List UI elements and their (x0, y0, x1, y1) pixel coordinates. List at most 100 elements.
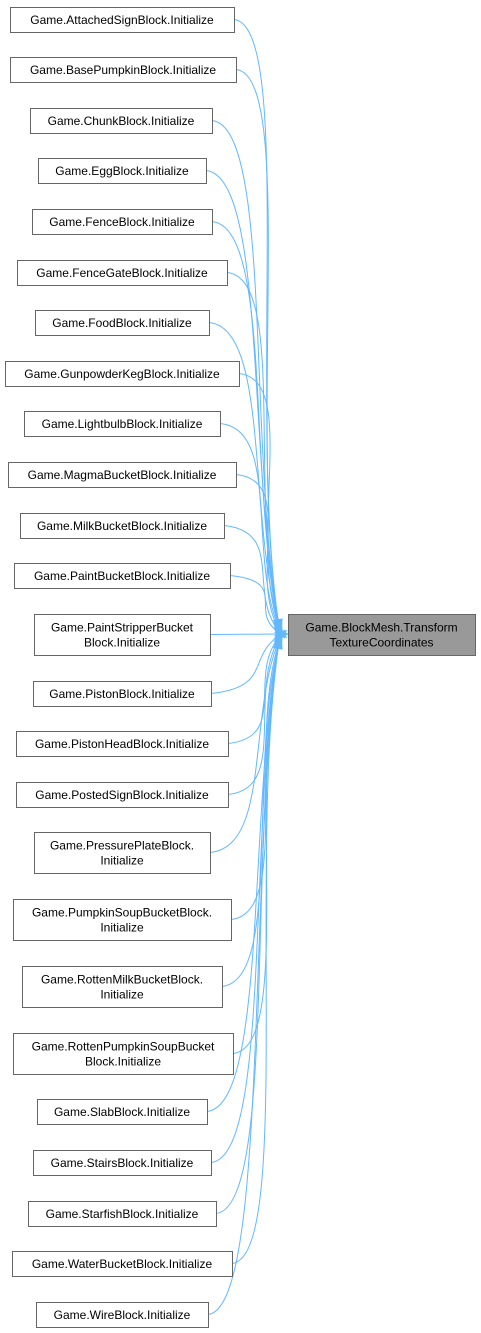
caller-node[interactable]: Game.PistonBlock.Initialize (33, 681, 212, 707)
caller-node-box (13, 899, 232, 941)
caller-node[interactable]: Game.MilkBucketBlock.Initialize (20, 513, 225, 539)
caller-node[interactable]: Game.RottenMilkBucketBlock.Initialize (22, 966, 223, 1008)
caller-node[interactable]: Game.PostedSignBlock.Initialize (16, 782, 229, 808)
call-edge (210, 635, 279, 694)
call-edge (231, 647, 279, 1264)
caller-node[interactable]: Game.GunpowderKegBlock.Initialize (5, 361, 240, 387)
caller-node-box (36, 1302, 209, 1328)
call-edge (230, 645, 279, 920)
caller-node-box (16, 731, 229, 757)
caller-node-box (10, 57, 237, 83)
call-edge (238, 373, 279, 624)
target-node-label: Game.BlockMesh.Transform (305, 621, 457, 635)
call-edge (229, 575, 279, 633)
caller-node-box (17, 260, 228, 286)
caller-node-box (32, 209, 213, 235)
caller-node-label: Initialize (100, 921, 144, 935)
caller-node-label: Game.AttachedSignBlock.Initialize (30, 13, 214, 27)
caller-node-label: Game.StairsBlock.Initialize (51, 1156, 194, 1170)
caller-node-box (35, 310, 210, 336)
caller-node-box (34, 614, 211, 656)
caller-node[interactable]: Game.SlabBlock.Initialize (37, 1099, 208, 1125)
caller-node[interactable]: Game.PressurePlateBlock.Initialize (34, 832, 211, 874)
caller-node-box (38, 158, 207, 184)
caller-node[interactable]: Game.PumpkinSoupBucketBlock.Initialize (13, 899, 232, 941)
caller-node[interactable]: Game.WaterBucketBlock.Initialize (12, 1251, 233, 1277)
caller-node[interactable]: Game.StarfishBlock.Initialize (28, 1201, 217, 1227)
caller-node[interactable]: Game.EggBlock.Initialize (38, 158, 207, 184)
caller-node-box (16, 782, 229, 808)
caller-node-label: Game.FenceBlock.Initialize (49, 215, 195, 229)
caller-node-label: Game.WireBlock.Initialize (54, 1308, 191, 1322)
caller-node-label: Game.BasePumpkinBlock.Initialize (30, 63, 216, 77)
caller-node-box (8, 462, 237, 488)
call-edge (207, 647, 279, 1315)
caller-node-label: Initialize (100, 988, 144, 1002)
caller-node-box (34, 832, 211, 874)
caller-node-label: Game.GunpowderKegBlock.Initialize (24, 367, 220, 381)
call-edge (226, 272, 279, 621)
graph-nodes: Game.AttachedSignBlock.InitializeGame.Ba… (5, 7, 476, 1328)
caller-node-box (13, 1033, 234, 1075)
caller-node-box (12, 1251, 233, 1277)
caller-node[interactable]: Game.StairsBlock.Initialize (33, 1150, 212, 1176)
caller-node[interactable]: Game.BasePumpkinBlock.Initialize (10, 57, 237, 83)
caller-node-label: Game.RottenMilkBucketBlock. (41, 973, 203, 987)
caller-node-box (30, 108, 213, 134)
call-edge (210, 647, 279, 1163)
call-edge-arrowhead (273, 636, 283, 650)
caller-node-label: Game.PaintBucketBlock.Initialize (34, 569, 210, 583)
call-edge (235, 474, 279, 628)
target-node-label: TextureCoordinates (329, 636, 433, 650)
caller-node-label: Game.MagmaBucketBlock.Initialize (28, 468, 217, 482)
caller-node-label: Game.SlabBlock.Initialize (54, 1105, 190, 1119)
call-edge (221, 647, 279, 987)
call-edge (215, 647, 279, 1214)
call-edge (209, 642, 279, 853)
caller-node-box (14, 563, 231, 589)
call-edges (205, 19, 290, 1315)
call-edge (227, 638, 279, 744)
caller-node-label: Game.PressurePlateBlock. (50, 839, 194, 853)
caller-node[interactable]: Game.RottenPumpkinSoupBucketBlock.Initia… (13, 1033, 234, 1075)
caller-node[interactable]: Game.MagmaBucketBlock.Initialize (8, 462, 237, 488)
caller-node-label: Game.WaterBucketBlock.Initialize (32, 1257, 213, 1271)
caller-node[interactable]: Game.FoodBlock.Initialize (35, 310, 210, 336)
caller-node-label: Block.Initialize (85, 1055, 161, 1069)
caller-node-label: Block.Initialize (84, 636, 160, 650)
caller-node[interactable]: Game.FenceGateBlock.Initialize (17, 260, 228, 286)
caller-node-label: Game.PistonHeadBlock.Initialize (35, 737, 209, 751)
caller-node-box (5, 361, 240, 387)
call-edge (219, 423, 279, 626)
caller-node[interactable]: Game.LightbulbBlock.Initialize (24, 411, 221, 437)
caller-node[interactable]: Game.ChunkBlock.Initialize (30, 108, 213, 134)
call-edge (235, 69, 279, 621)
caller-node-box (37, 1099, 208, 1125)
caller-node-label: Game.FenceGateBlock.Initialize (36, 266, 208, 280)
caller-node[interactable]: Game.PistonHeadBlock.Initialize (16, 731, 229, 757)
target-node-box (288, 614, 476, 656)
caller-node-box (28, 1201, 217, 1227)
caller-node-label: Game.EggBlock.Initialize (55, 164, 189, 178)
caller-node-label: Game.StarfishBlock.Initialize (46, 1207, 199, 1221)
call-edge (223, 525, 279, 630)
caller-node-label: Game.PistonBlock.Initialize (49, 687, 195, 701)
caller-node-box (20, 513, 225, 539)
caller-node[interactable]: Game.PaintBucketBlock.Initialize (14, 563, 231, 589)
caller-node-label: Game.FoodBlock.Initialize (52, 316, 192, 330)
caller-node-box (10, 7, 235, 33)
caller-node[interactable]: Game.FenceBlock.Initialize (32, 209, 213, 235)
call-edge (206, 647, 279, 1112)
caller-node[interactable]: Game.AttachedSignBlock.Initialize (10, 7, 235, 33)
caller-node-label: Game.PumpkinSoupBucketBlock. (32, 906, 212, 920)
caller-node-label: Game.LightbulbBlock.Initialize (42, 417, 203, 431)
caller-node-label: Game.RottenPumpkinSoupBucket (32, 1040, 215, 1054)
caller-node-label: Game.PaintStripperBucket (51, 621, 194, 635)
caller-node-label: Game.ChunkBlock.Initialize (48, 114, 195, 128)
caller-node[interactable]: Game.WireBlock.Initialize (36, 1302, 209, 1328)
caller-node-box (24, 411, 221, 437)
target-node[interactable]: Game.BlockMesh.TransformTextureCoordinat… (288, 614, 476, 656)
caller-node-box (33, 1150, 212, 1176)
